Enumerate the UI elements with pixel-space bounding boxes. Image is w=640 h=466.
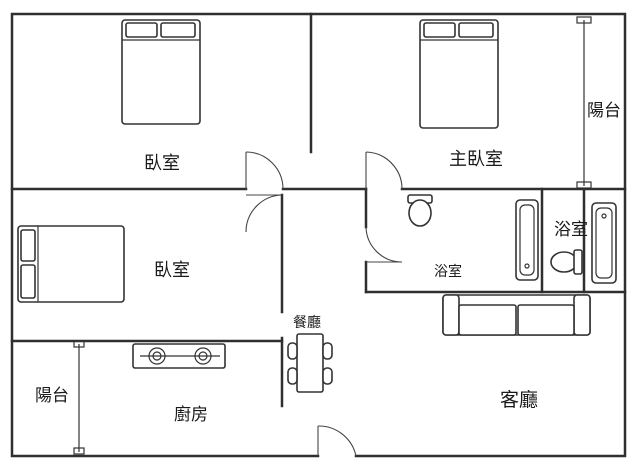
label-bedroom-middle-left: 臥室 [154,260,190,281]
label-bedroom-top-left: 臥室 [144,153,180,174]
label-living: 客廳 [500,389,538,411]
label-bathroom-master: 浴室 [554,220,588,240]
room-labels: 臥室 主臥室 臥室 陽台 浴室 浴室 餐廳 客廳 廚房 陽台 [35,101,621,425]
label-master-bedroom: 主臥室 [449,149,503,170]
label-bathroom-main: 浴室 [434,263,462,280]
interior-walls [10,12,627,455]
doors [245,151,403,457]
toilet-master-bathroom [550,249,583,275]
label-kitchen: 廚房 [174,404,208,425]
label-balcony-right: 陽台 [587,101,621,121]
dining-table [287,333,333,393]
label-dining: 餐廳 [293,314,321,331]
outer-walls [10,12,627,458]
bed-middle-left [17,225,125,303]
toilet-main-bathroom [407,194,433,227]
label-balcony-left: 陽台 [35,386,69,406]
bathtub-master [591,202,617,284]
stove [132,343,226,369]
bed-master [419,19,499,129]
bed-top-left [121,19,201,125]
sofa [442,294,591,336]
bathtub-main [515,199,539,281]
